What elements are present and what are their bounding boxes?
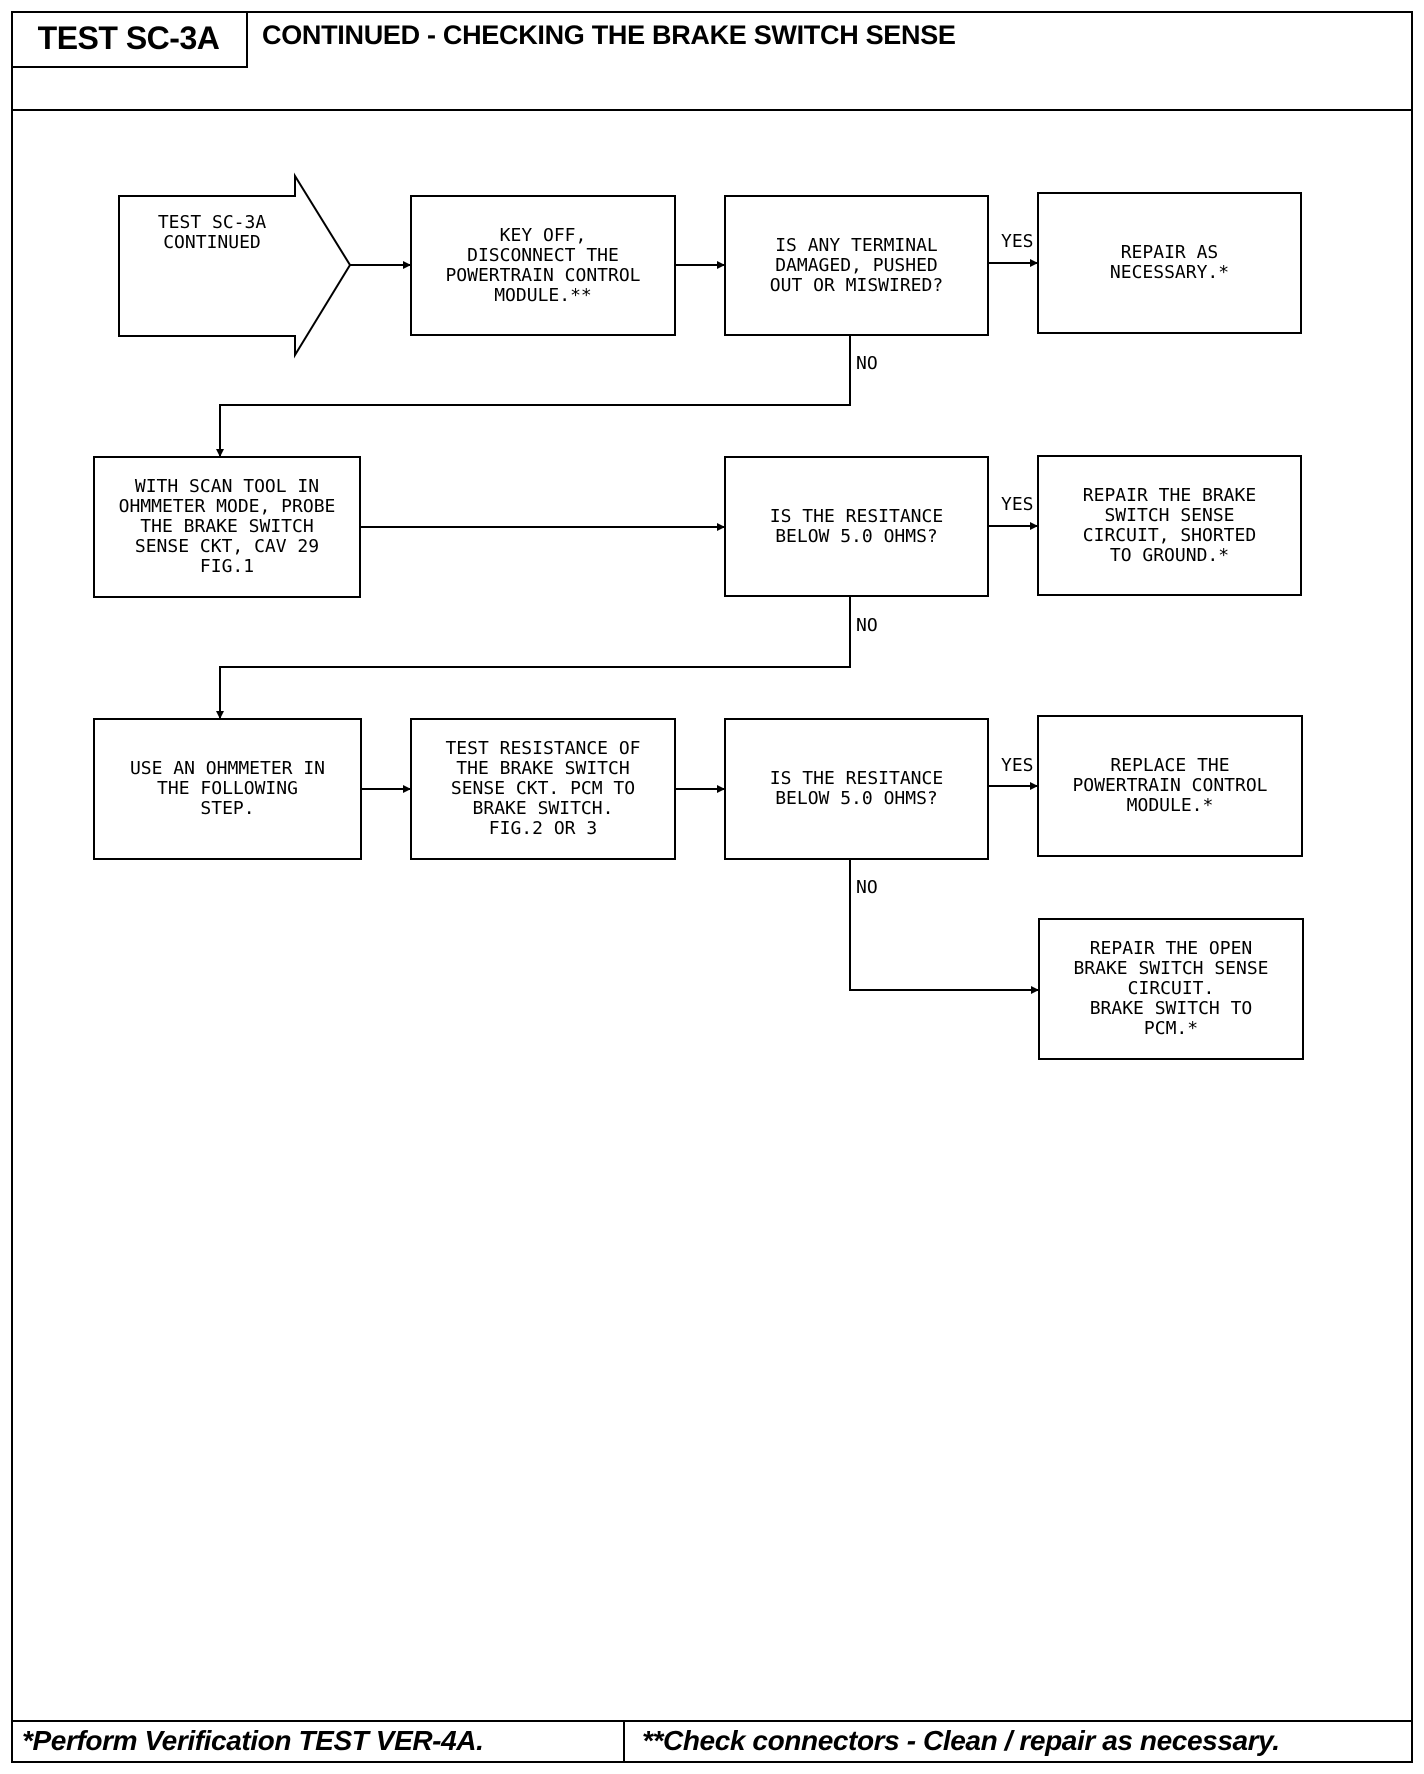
decision-resistance-2: IS THE RESITANCE BELOW 5.0 OHMS? bbox=[724, 718, 989, 860]
header-divider bbox=[11, 109, 1413, 111]
yes-label-1: YES bbox=[1001, 231, 1034, 252]
step-test-resistance: TEST RESISTANCE OF THE BRAKE SWITCH SENS… bbox=[410, 718, 676, 860]
start-terminal: TEST SC-3A CONTINUED bbox=[157, 212, 267, 253]
yes-label-3: YES bbox=[1001, 755, 1034, 776]
no-label-1: NO bbox=[856, 353, 878, 374]
decision-resistance-1: IS THE RESITANCE BELOW 5.0 OHMS? bbox=[724, 456, 989, 597]
footer-separator bbox=[623, 1720, 625, 1763]
footer-divider bbox=[11, 1720, 1413, 1722]
result-replace-pcm: REPLACE THE POWERTRAIN CONTROL MODULE.* bbox=[1037, 715, 1303, 857]
step-scan-tool-probe: WITH SCAN TOOL IN OHMMETER MODE, PROBE T… bbox=[93, 456, 361, 598]
decision-terminal-damaged: IS ANY TERMINAL DAMAGED, PUSHED OUT OR M… bbox=[724, 195, 989, 336]
result-repair-short-to-ground: REPAIR THE BRAKE SWITCH SENSE CIRCUIT, S… bbox=[1037, 455, 1302, 596]
page-title: CONTINUED - CHECKING THE BRAKE SWITCH SE… bbox=[262, 20, 956, 50]
test-id: TEST SC-3A bbox=[11, 11, 248, 68]
footnote-check-connectors: **Check connectors - Clean / repair as n… bbox=[642, 1725, 1280, 1756]
page-frame bbox=[11, 11, 1413, 1763]
step-use-ohmmeter: USE AN OHMMETER IN THE FOLLOWING STEP. bbox=[93, 718, 362, 860]
no-label-2: NO bbox=[856, 615, 878, 636]
yes-label-2: YES bbox=[1001, 494, 1034, 515]
connector-q2-no bbox=[216, 597, 851, 719]
start-arrow-shape bbox=[118, 172, 352, 359]
result-repair-as-necessary: REPAIR AS NECESSARY.* bbox=[1037, 192, 1302, 334]
step-key-off: KEY OFF, DISCONNECT THE POWERTRAIN CONTR… bbox=[410, 195, 676, 336]
result-repair-open-circuit: REPAIR THE OPEN BRAKE SWITCH SENSE CIRCU… bbox=[1038, 918, 1304, 1060]
connector-q3-no bbox=[849, 860, 1039, 994]
no-label-3: NO bbox=[856, 877, 878, 898]
footnote-verification: *Perform Verification TEST VER-4A. bbox=[22, 1725, 484, 1756]
connector-q1-no bbox=[216, 335, 851, 457]
